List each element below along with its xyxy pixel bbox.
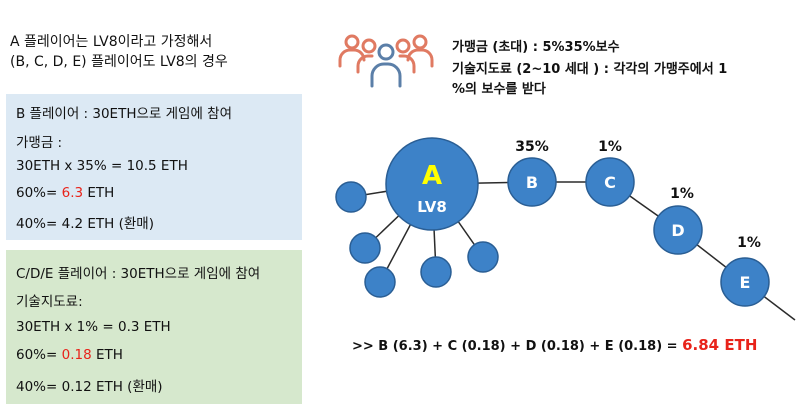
header-line-3: %의 보수를 받다 xyxy=(452,82,546,97)
network-nodes xyxy=(335,137,770,307)
panel-b-title: B 플레이어 : 30ETH으로 게임에 참여 xyxy=(16,106,232,122)
node-small-3 xyxy=(364,266,396,298)
node-a-label: A xyxy=(422,161,442,191)
node-b xyxy=(507,157,557,207)
panel-b-sixty-suffix: ETH xyxy=(83,185,115,201)
formula-expression: >> B (6.3) + C (0.18) + D (0.18) + E (0.… xyxy=(352,339,683,354)
node-small-2 xyxy=(349,232,381,264)
intro-text: A 플레이어는 LV8이라고 가정해서 (B, C, D, E) 플레이어도 L… xyxy=(10,32,228,72)
panel-b-subtitle: 가맹금 : xyxy=(16,135,63,151)
panel-cde-sixty: 60%= 0.18 ETH xyxy=(16,347,123,363)
node-b-percent: 35% xyxy=(515,139,549,155)
intro-line-1: A 플레이어는 LV8이라고 가정해서 xyxy=(10,34,213,50)
header-line-1: 가맹금 (초대) : 5%35%보수 xyxy=(452,40,620,55)
panel-b-sixty-value: 6.3 xyxy=(61,185,84,201)
panel-cde-sixty-prefix: 60%= xyxy=(16,347,62,363)
node-e-percent: 1% xyxy=(737,235,761,251)
panel-cde-sixty-value: 0.18 xyxy=(61,347,92,363)
node-e-label: E xyxy=(740,273,751,292)
node-b-label: B xyxy=(526,173,538,192)
node-small-5 xyxy=(467,241,499,273)
node-d xyxy=(653,205,703,255)
header-line-2: 기술지도료 (2~10 세대 ) : 각각의 가맹주에서 1 xyxy=(452,62,728,77)
group-people-icon xyxy=(338,34,434,88)
panel-b-sixty-prefix: 60%= xyxy=(16,185,62,201)
node-small-4 xyxy=(420,256,452,288)
total-formula: >> B (6.3) + C (0.18) + D (0.18) + E (0.… xyxy=(352,336,757,354)
panel-cde-calc: 30ETH x 1% = 0.3 ETH xyxy=(16,319,171,335)
node-c-label: C xyxy=(604,173,616,192)
formula-result: 6.84 ETH xyxy=(682,336,758,354)
intro-line-2: (B, C, D, E) 플레이어도 LV8의 경우 xyxy=(10,54,228,70)
node-e xyxy=(720,257,770,307)
panel-b-sixty: 60%= 6.3 ETH xyxy=(16,185,114,201)
node-d-percent: 1% xyxy=(670,186,694,202)
node-small-1 xyxy=(335,181,367,213)
panel-cde-title: C/D/E 플레이어 : 30ETH으로 게임에 참여 xyxy=(16,266,261,282)
node-a-level: LV8 xyxy=(417,198,447,216)
panel-cde-subtitle: 기술지도료: xyxy=(16,294,83,310)
node-a xyxy=(385,137,479,231)
panel-cde-sixty-suffix: ETH xyxy=(91,347,123,363)
node-d-label: D xyxy=(671,221,684,240)
node-c-percent: 1% xyxy=(598,139,622,155)
panel-b-forty: 40%= 4.2 ETH (환매) xyxy=(16,216,154,232)
panel-player-cde: C/D/E 플레이어 : 30ETH으로 게임에 참여 기술지도료: 30ETH… xyxy=(6,250,302,404)
node-c xyxy=(585,157,635,207)
panel-player-b: B 플레이어 : 30ETH으로 게임에 참여 가맹금 : 30ETH x 35… xyxy=(6,94,302,240)
panel-b-calc: 30ETH x 35% = 10.5 ETH xyxy=(16,158,188,174)
panel-cde-forty: 40%= 0.12 ETH (환매) xyxy=(16,379,163,395)
